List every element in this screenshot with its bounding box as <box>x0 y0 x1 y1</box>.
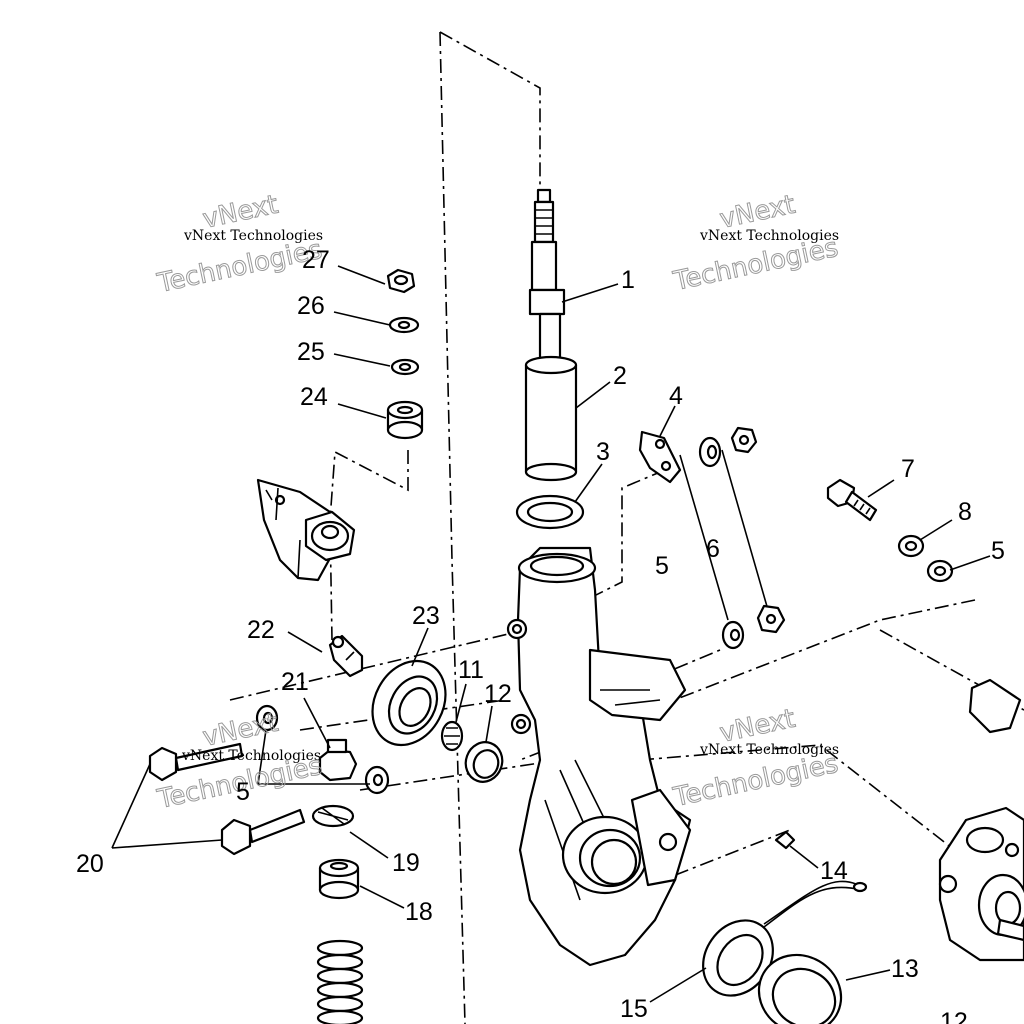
sleeve-bushing <box>524 355 578 482</box>
callout-15: 15 <box>620 995 648 1023</box>
nut-21 <box>318 738 358 782</box>
callout-1: 1 <box>621 266 635 294</box>
callout-12-bottom: 12 <box>940 1008 968 1024</box>
bushing-24 <box>386 400 424 440</box>
washer-right-5 <box>926 559 954 583</box>
thrust-washer <box>515 494 585 530</box>
seal-23 <box>371 659 447 747</box>
bolt-20-lower <box>220 808 306 856</box>
callout-8: 8 <box>958 498 972 526</box>
watermark-line2: vNext Technologies <box>699 228 839 244</box>
callout-24: 24 <box>300 383 328 411</box>
washer-5-left <box>255 704 390 795</box>
washer-25 <box>390 358 420 376</box>
callout-11: 11 <box>458 656 484 684</box>
washer-upper <box>698 436 722 468</box>
brake-bracket <box>638 430 682 484</box>
chassis-mount <box>256 478 356 582</box>
callout-18: 18 <box>405 898 433 926</box>
watermark-line3: Technologies <box>670 749 841 813</box>
watermark-line3: Technologies <box>154 235 325 299</box>
watermark-top-left: vNext vNext Technologies Technologies <box>154 189 326 299</box>
callout-12: 12 <box>484 680 512 708</box>
callout-14: 14 <box>820 857 848 885</box>
callout-4: 4 <box>669 382 683 410</box>
bolt-right <box>826 478 878 522</box>
callout-3: 3 <box>596 438 610 466</box>
nut-lower <box>756 604 786 634</box>
bolt-20-upper <box>148 742 244 782</box>
pin-22 <box>328 634 364 678</box>
watermark-bottom-right: vNext vNext Technologies Technologies <box>670 703 842 813</box>
watermark-line2: vNext Technologies <box>699 742 839 758</box>
hub-flange <box>938 806 1024 962</box>
ring-12 <box>464 741 504 783</box>
nut-upper <box>730 426 758 454</box>
callout-19: 19 <box>392 849 420 877</box>
callout-23: 23 <box>412 602 440 630</box>
callout-25: 25 <box>297 338 325 366</box>
leader-lines <box>111 265 991 1003</box>
watermark-line2: vNext Technologies <box>183 228 323 244</box>
sensor-wire <box>759 830 868 931</box>
bushing-18 <box>318 858 360 900</box>
callout-labels: 1 2 3 4 5 5 5 6 7 8 11 12 12 13 14 15 18… <box>76 246 1005 1024</box>
steering-knuckle <box>506 546 692 967</box>
washer-lower <box>721 620 745 650</box>
cap-nut-27 <box>386 268 416 294</box>
callout-20: 20 <box>76 850 104 878</box>
callout-13: 13 <box>891 955 919 983</box>
bearing-race-13 <box>757 953 843 1024</box>
coil-spring <box>316 939 364 1024</box>
washer-26 <box>388 316 420 334</box>
callout-6: 6 <box>706 535 720 563</box>
callout-26: 26 <box>297 292 325 320</box>
callout-2: 2 <box>613 362 627 390</box>
callout-5-right: 5 <box>991 537 1005 565</box>
bumper-block <box>968 678 1022 734</box>
callout-5-center: 5 <box>655 552 669 580</box>
callout-22: 22 <box>247 616 275 644</box>
callout-7: 7 <box>901 455 915 483</box>
cone-bushing-11 <box>440 720 464 752</box>
watermark-line2: vNext Technologies <box>181 748 321 764</box>
callout-27: 27 <box>302 246 330 274</box>
oil-seal-15 <box>702 919 774 997</box>
callout-5-left: 5 <box>236 778 250 806</box>
washer-right-8 <box>897 534 925 558</box>
lock-washer-19 <box>311 804 355 828</box>
callout-21: 21 <box>281 668 309 696</box>
spindle-shaft <box>528 188 566 368</box>
watermark-top-right: vNext vNext Technologies Technologies <box>670 189 842 297</box>
